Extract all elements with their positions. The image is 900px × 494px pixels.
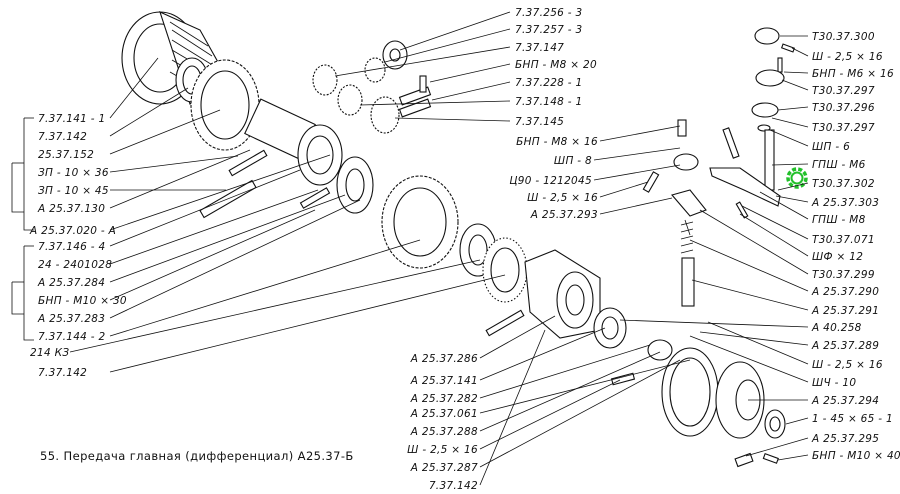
crown-gear-center: [381, 175, 459, 269]
label-left-3: 25.37.152: [38, 149, 94, 161]
label-right-18: А 25.37.289: [811, 340, 879, 352]
crown-gear-left: [190, 59, 260, 151]
small-bearing: [593, 307, 627, 349]
label-center-5: А 25.37.293: [530, 209, 598, 221]
label-right-8: ГПШ - М6: [812, 159, 866, 171]
label-top-7: 7.37.145: [515, 116, 564, 128]
label-top-5: 7.37.228 - 1: [515, 77, 583, 89]
lever-assembly-right: [709, 27, 796, 219]
label-right-12: Т30.37.071: [812, 234, 875, 246]
label-left-13: 7.37.144 - 2: [38, 331, 106, 343]
gear-icon[interactable]: [786, 167, 808, 189]
label-left-12: А 25.37.283: [37, 313, 105, 325]
label-right-13: ШФ × 12: [812, 251, 863, 263]
label-right-10: А 25.37.303: [811, 197, 879, 209]
label-left-4: ЗП - 10 × 36: [38, 167, 109, 179]
label-bottom-1: А 25.37.286: [410, 353, 478, 365]
part-labels: 7.37.141 - 1 7.37.142 25.37.152 ЗП - 10 × 3…: [29, 7, 900, 492]
label-right-19: Ш - 2,5 × 16: [812, 359, 883, 371]
label-center-2: ШП - 8: [554, 155, 592, 167]
label-right-16: А 25.37.291: [811, 305, 879, 317]
label-bottom-3: А 25.37.282: [410, 393, 478, 405]
label-right-9: Т30.37.302: [812, 178, 875, 190]
label-right-17: А 40.258: [811, 322, 862, 334]
label-right-5: Т30.37.296: [812, 102, 875, 114]
label-center-4: Ш - 2,5 × 16: [527, 192, 598, 204]
bearing-rings-center: [459, 223, 528, 303]
label-bottom-4: А 25.37.061: [410, 408, 478, 420]
label-right-14: Т30.37.299: [812, 269, 875, 281]
label-left-7: А 25.37.020 - А: [29, 225, 116, 237]
label-top-3: 7.37.147: [515, 42, 564, 54]
housing-flange: [524, 249, 601, 339]
label-bottom-7: А 25.37.287: [410, 462, 478, 474]
label-left-14: 214 КЗ: [30, 347, 69, 359]
label-right-22: 1 - 45 × 65 - 1: [812, 413, 893, 425]
label-top-1: 7.37.256 - 3: [515, 7, 583, 19]
label-right-15: А 25.37.290: [811, 286, 879, 298]
label-top-6: 7.37.148 - 1: [515, 96, 583, 108]
label-right-1: Т30.37.300: [812, 31, 875, 43]
label-right-4: Т30.37.297: [812, 85, 875, 97]
bevel-gears-top: [312, 40, 432, 134]
label-right-21: А 25.37.294: [811, 395, 879, 407]
shaft-assembly: [244, 98, 374, 214]
label-bottom-5: А 25.37.288: [410, 426, 478, 438]
label-left-8: 7.37.146 - 4: [38, 241, 106, 253]
label-left-2: 7.37.142: [38, 131, 87, 143]
label-right-11: ГПШ - М8: [812, 214, 866, 226]
label-left-5: ЗП - 10 × 45: [38, 185, 109, 197]
label-right-20: ШЧ - 10: [812, 377, 856, 389]
bearing-bottom: [764, 409, 786, 439]
label-right-6: Т30.37.297: [812, 122, 875, 134]
label-right-24: БНП - М10 × 40: [812, 450, 900, 462]
leader-lines: [11, 11, 809, 486]
label-left-10: А 25.37.284: [37, 277, 105, 289]
label-right-2: Ш - 2,5 × 16: [812, 51, 883, 63]
label-top-2: 7.37.257 - 3: [515, 24, 583, 36]
label-left-11: БНП - М10 × 30: [38, 295, 127, 307]
brake-disc: [661, 347, 719, 437]
label-left-9: 24 - 2401028: [38, 259, 112, 271]
label-left-6: А 25.37.130: [37, 203, 105, 215]
label-left-15: 7.37.142: [38, 367, 87, 379]
label-right-7: ШП - 6: [812, 141, 850, 153]
label-center-3: Ц90 - 1212045: [509, 175, 592, 187]
label-bottom-6: Ш - 2,5 × 16: [407, 444, 478, 456]
label-bottom-8: 7.37.142: [429, 480, 478, 492]
label-top-4: БНП - М8 × 20: [515, 59, 597, 71]
figure-caption: 55. Передача главная (дифференциал) А25.…: [40, 449, 354, 463]
label-center-1: БНП - М8 × 16: [516, 136, 598, 148]
label-left-1: 7.37.141 - 1: [38, 113, 106, 125]
label-right-23: А 25.37.295: [811, 433, 879, 445]
label-right-3: БНП - М6 × 16: [812, 68, 894, 80]
label-bottom-2: А 25.37.141: [410, 375, 478, 387]
